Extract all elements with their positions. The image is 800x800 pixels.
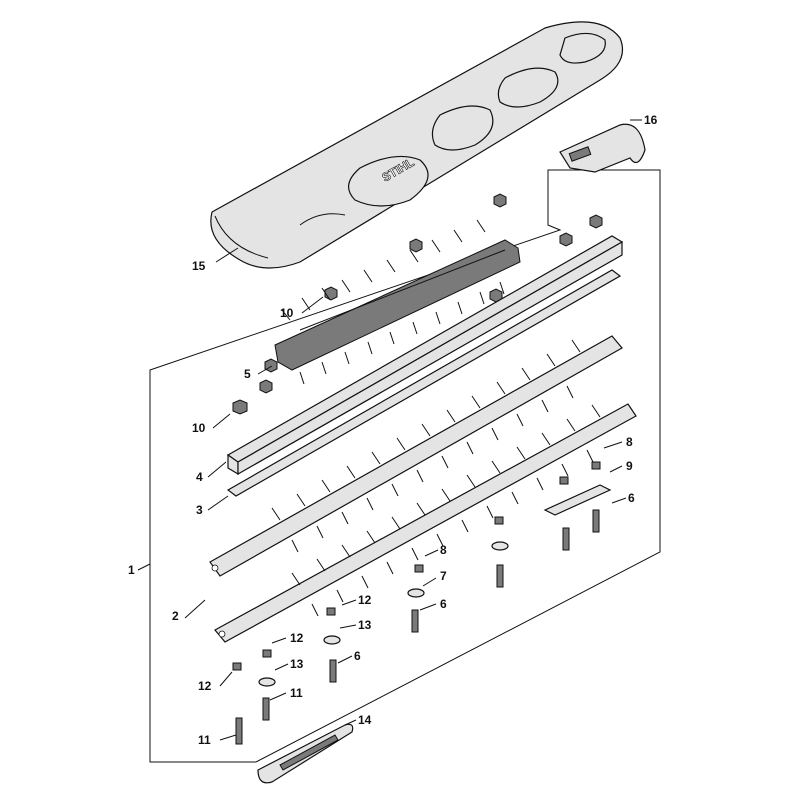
end-cap: [559, 123, 646, 173]
callout-6: 6: [354, 649, 361, 663]
callout-4: 4: [196, 470, 203, 484]
nut-set: [232, 193, 603, 415]
callout-1: 1: [128, 563, 135, 577]
callout-12: 12: [358, 593, 372, 607]
callout-labels: 15 16 10 5 10 4 3 8 9 6 1 8 7 6 2 12 13 …: [128, 113, 658, 747]
callout-12: 12: [198, 679, 212, 693]
callout-15: 15: [192, 259, 206, 273]
lower-blade: [214, 403, 637, 643]
callout-13: 13: [290, 657, 304, 671]
callout-8: 8: [626, 435, 633, 449]
callout-6: 6: [440, 597, 447, 611]
callout-12: 12: [290, 631, 304, 645]
callout-8: 8: [440, 543, 447, 557]
blade-carrier: [274, 219, 521, 385]
callout-5: 5: [244, 367, 251, 381]
leader-lines: [137, 119, 642, 741]
small-plate: [543, 484, 612, 516]
callout-2: 2: [172, 609, 179, 623]
hardware-set: [232, 461, 601, 745]
assembly-bracket: [149, 169, 661, 763]
callout-6: 6: [628, 491, 635, 505]
bottom-plate: [257, 723, 354, 784]
callout-3: 3: [196, 503, 203, 517]
callout-16: 16: [644, 113, 658, 127]
callout-11: 11: [290, 686, 303, 700]
upper-blade: [209, 335, 623, 577]
callout-14: 14: [358, 713, 372, 727]
callout-11: 11: [198, 733, 211, 747]
thin-strip: [226, 269, 622, 497]
callout-7: 7: [440, 569, 447, 583]
callout-9: 9: [626, 459, 633, 473]
top-strip: [226, 235, 624, 476]
callout-10: 10: [280, 306, 294, 320]
callout-13: 13: [358, 618, 372, 632]
callout-10: 10: [192, 421, 206, 435]
blade-guard: STIHL: [210, 21, 624, 269]
